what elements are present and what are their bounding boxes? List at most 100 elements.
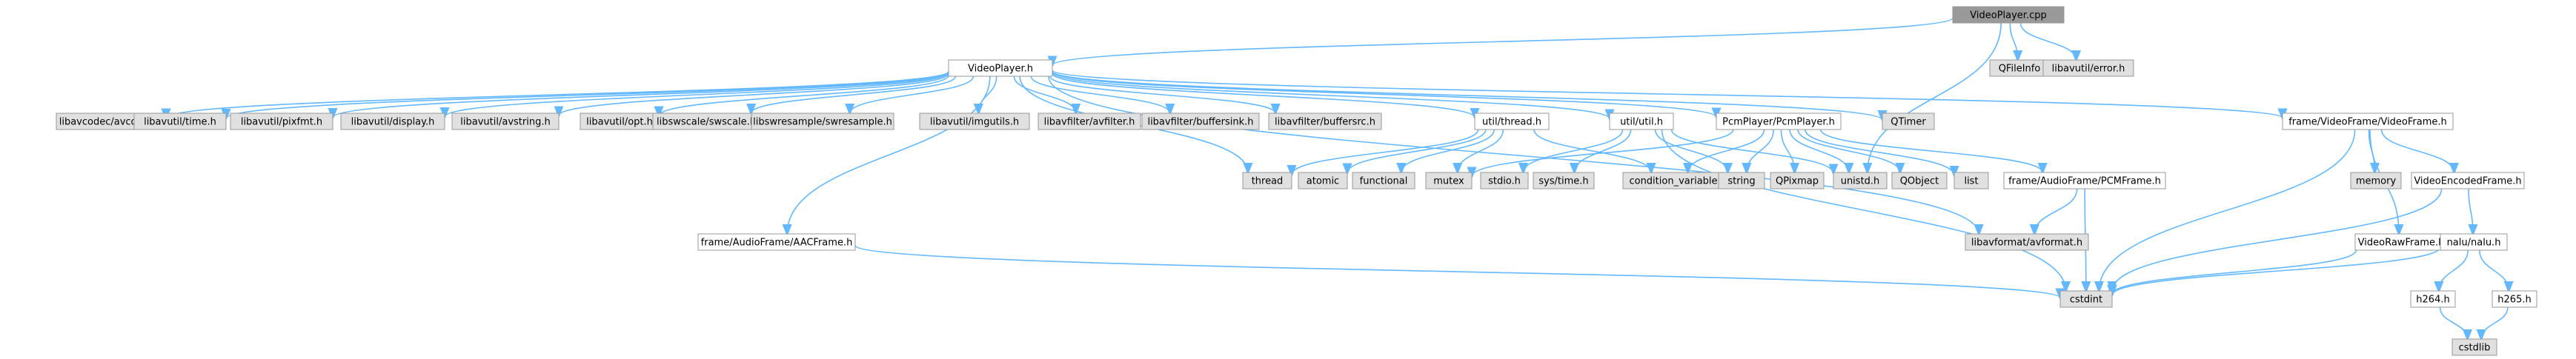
node-box: [1242, 172, 1292, 189]
node-label: cstdlib: [2459, 343, 2491, 354]
edge-videoplayer_h-to-buffersink_h: [1030, 76, 1170, 113]
node-h264-h[interactable]: h264.h: [2410, 290, 2456, 308]
node-label: VideoPlayer.h: [968, 64, 1033, 75]
node-swscale-h: libswscale/swscale.h: [652, 113, 760, 130]
node-label: libavfilter/buffersrc.h: [1275, 117, 1375, 128]
edge-videoplayer_h-to-avcodec_h: [166, 70, 949, 118]
edge-thread_h-to-functional: [1401, 129, 1496, 172]
node-condvar: condition_variable: [1622, 172, 1724, 189]
node-atomic: atomic: [1298, 172, 1348, 189]
node-box: [1533, 172, 1595, 189]
node-videoplayer-h[interactable]: VideoPlayer.h: [948, 59, 1053, 77]
node-pcmplayer-h[interactable]: PcmPlayer/PcmPlayer.h: [1716, 113, 1842, 130]
edge-videoplayer_h-to-imgutils_h: [978, 76, 997, 113]
node-mutex: mutex: [1425, 172, 1473, 189]
node-avstring-h: libavutil/avstring.h: [451, 113, 560, 130]
node-avfilter-h: libavfilter/avfilter.h: [1038, 113, 1141, 130]
edge-util_h-to-unistd_h: [1670, 129, 1833, 173]
node-qobject: QObject: [1891, 172, 1948, 189]
edge-pcmplayer_h-to-list: [1804, 129, 1954, 175]
edge-aacframe_h-to-cstdint: [854, 244, 2060, 298]
edge-videoplayer_h-to-thread_h: [1052, 73, 1475, 117]
node-error-h: libavutil/error.h: [2042, 59, 2134, 77]
edge-videoplayer_h-to-util_h: [1052, 72, 1610, 119]
node-box: [1268, 113, 1382, 130]
node-util-h[interactable]: util/util.h: [1609, 113, 1674, 130]
node-box: [2282, 113, 2454, 130]
node-label: functional: [1360, 176, 1408, 187]
node-memory: memory: [2350, 172, 2402, 189]
node-box: [1965, 233, 2089, 251]
node-box: [340, 113, 445, 130]
node-label: VideoEncodedFrame.h: [2414, 176, 2521, 187]
node-box: [1952, 6, 2065, 24]
node-videoframe-h[interactable]: frame/VideoFrame/VideoFrame.h: [2282, 113, 2454, 130]
node-box: [2410, 290, 2456, 308]
edge-util_h-to-systime_h: [1574, 129, 1632, 172]
node-box: [1038, 113, 1141, 130]
node-label: frame/AudioFrame/PCMFrame.h: [2008, 176, 2161, 187]
node-swresample-h: libswresample/swresample.h: [751, 113, 894, 130]
node-imgutils-h: libavutil/imgutils.h: [919, 113, 1030, 130]
node-box: [1352, 172, 1415, 189]
edge-videoplayer_h-to-avformat_h: [1048, 76, 1979, 234]
node-label: h264.h: [2416, 295, 2449, 306]
node-string: string: [1718, 172, 1765, 189]
node-box: [2003, 172, 2166, 189]
node-h265-h[interactable]: h265.h: [2492, 290, 2537, 308]
node-box: [1425, 172, 1473, 189]
node-videoplayer-cpp: VideoPlayer.cpp: [1952, 6, 2065, 24]
node-videoencodedframe-h[interactable]: VideoEncodedFrame.h: [2411, 172, 2525, 189]
node-label: util/thread.h: [1482, 117, 1541, 128]
node-box: [133, 113, 227, 130]
node-label: memory: [2356, 176, 2397, 187]
node-pcmframe-h[interactable]: frame/AudioFrame/PCMFrame.h: [2003, 172, 2166, 189]
node-label: h265.h: [2497, 295, 2531, 306]
node-box: [1298, 172, 1348, 189]
edge-videoplayer_h-to-videoframe_h: [1052, 70, 2283, 118]
edge-thread_h-to-mutex: [1458, 129, 1504, 172]
edge-pcmplayer_h-to-qpixmap: [1780, 129, 1794, 172]
node-label: libavutil/opt.h: [586, 117, 653, 128]
node-label: libavutil/error.h: [2052, 64, 2125, 75]
node-aacframe-h[interactable]: frame/AudioFrame/AACFrame.h: [697, 233, 856, 251]
edge-videoplayer_h-to-time_h: [226, 70, 949, 118]
node-box: [1882, 113, 1935, 130]
node-videorawframe-h[interactable]: VideoRawFrame.h: [2354, 233, 2448, 251]
node-label: condition_variable: [1629, 176, 1717, 187]
node-box: [2042, 59, 2134, 77]
node-box: [1891, 172, 1948, 189]
edge-pcmplayer_h-to-condvar: [1688, 129, 1765, 172]
node-label: atomic: [1307, 176, 1339, 187]
node-label: stdio.h: [1488, 176, 1521, 187]
node-box: [2059, 290, 2113, 308]
node-qtimer: QTimer: [1882, 113, 1935, 130]
node-box: [1953, 172, 1989, 189]
node-box: [451, 113, 560, 130]
node-label: QObject: [1900, 176, 1939, 187]
node-label: VideoRawFrame.h: [2358, 238, 2445, 249]
node-box: [1474, 113, 1550, 130]
edge-pcmplayer_h-to-qobject: [1797, 129, 1900, 172]
node-nalu-h[interactable]: nalu/nalu.h: [2440, 233, 2508, 251]
edge-videoplayer_cpp-to-error_h: [2019, 22, 2077, 60]
edge-pcmplayer_h-to-string: [1747, 129, 1774, 172]
edge-videoplayer_h-to-buffersrc_h: [1049, 76, 1275, 113]
node-label: string: [1727, 176, 1755, 187]
edge-videoplayer_cpp-to-unistd_h: [1868, 22, 2002, 172]
node-thread-h[interactable]: util/thread.h: [1474, 113, 1550, 130]
node-label: frame/VideoFrame/VideoFrame.h: [2288, 117, 2447, 128]
edge-thread_h-to-thread: [1292, 129, 1479, 175]
node-box: [2411, 172, 2525, 189]
edge-pcmplayer_h-to-unistd_h: [1789, 129, 1849, 172]
node-box: [2451, 338, 2497, 356]
node-label: QTimer: [1890, 117, 1926, 128]
node-label: sys/time.h: [1538, 176, 1588, 187]
node-label: libavutil/avstring.h: [460, 117, 550, 128]
edge-videoplayer_h-to-avstring_h: [559, 73, 949, 116]
node-time-h: libavutil/time.h: [133, 113, 227, 130]
node-label: PcmPlayer/PcmPlayer.h: [1722, 117, 1835, 128]
node-box: [1770, 172, 1825, 189]
edge-videoplayer_h-to-aacframe_h: [787, 76, 991, 234]
edge-videoencodedframe_h-to-cstdint: [2112, 188, 2443, 291]
